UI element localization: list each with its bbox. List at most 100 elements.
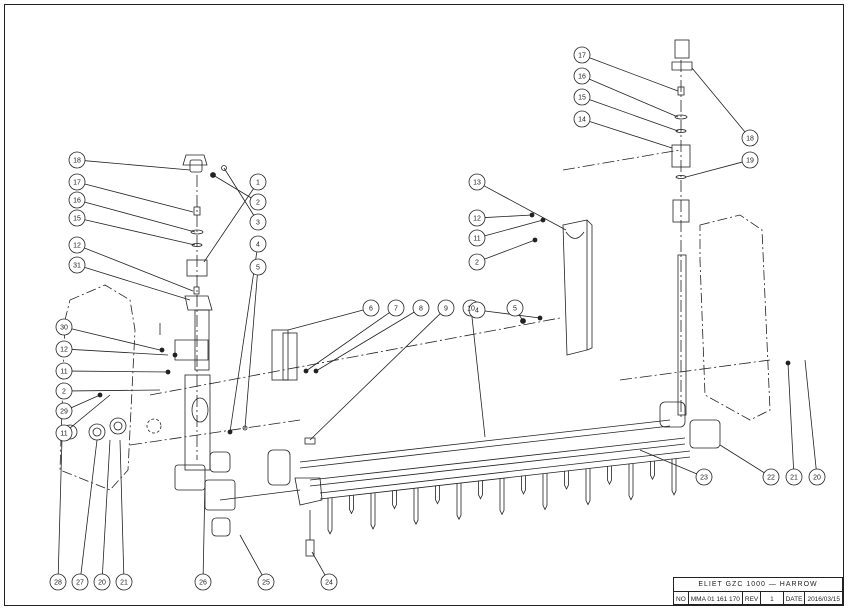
callout-circle bbox=[68, 209, 86, 227]
drawing-border bbox=[4, 4, 844, 606]
leader-line bbox=[787, 362, 794, 470]
callout-number: 24 bbox=[325, 580, 333, 587]
leader-line bbox=[71, 389, 161, 392]
callout-circle bbox=[115, 573, 133, 591]
harrow-tine bbox=[628, 463, 634, 501]
leader-line bbox=[685, 161, 743, 178]
leader-line bbox=[71, 394, 101, 409]
callout-number: 29 bbox=[60, 409, 68, 416]
callout-circle bbox=[249, 235, 267, 253]
callout-balloon bbox=[468, 173, 486, 191]
harrow-tine bbox=[456, 483, 462, 521]
leader-line bbox=[71, 349, 169, 356]
callout-balloon bbox=[762, 468, 780, 486]
callout-number: 25 bbox=[262, 580, 270, 587]
drawing-number: MMA 01 161 170 bbox=[689, 592, 743, 606]
callout-number: 11 bbox=[60, 369, 67, 376]
callout-circle bbox=[573, 67, 591, 85]
callout-number: 16 bbox=[578, 74, 586, 81]
drawing-date: 2016/03/15 bbox=[807, 595, 840, 603]
harrow-tine bbox=[542, 473, 548, 511]
callout-number: 11 bbox=[60, 431, 67, 438]
revision: 1 bbox=[761, 592, 784, 606]
callout-number: 15 bbox=[73, 216, 81, 223]
leader-line bbox=[84, 247, 194, 292]
callout-circle bbox=[437, 299, 455, 317]
harrow-tine bbox=[327, 497, 333, 535]
leader-line bbox=[589, 57, 679, 92]
callout-balloon bbox=[468, 209, 486, 227]
callout-balloon bbox=[741, 151, 759, 169]
leader-line bbox=[471, 315, 486, 438]
callout-number: 14 bbox=[578, 117, 586, 124]
leader-line bbox=[203, 188, 254, 263]
callout-balloon bbox=[573, 88, 591, 106]
callout-balloon bbox=[194, 573, 212, 591]
leader-line bbox=[309, 313, 441, 441]
leader-line bbox=[315, 311, 415, 372]
callout-number: 5 bbox=[256, 265, 260, 272]
leader-line bbox=[84, 183, 194, 213]
harrow-tine bbox=[478, 480, 483, 500]
callout-number: 28 bbox=[54, 580, 62, 587]
callout-number: 2 bbox=[256, 200, 260, 207]
right-side-plate bbox=[699, 214, 771, 421]
callout-number: 21 bbox=[790, 475, 798, 482]
callout-balloon bbox=[320, 573, 338, 591]
leader-line bbox=[589, 78, 679, 118]
leader-line bbox=[71, 370, 171, 373]
callout-number: 9 bbox=[444, 306, 448, 313]
callout-circle bbox=[55, 318, 73, 336]
assembly-centerlines bbox=[129, 60, 771, 460]
callout-circle bbox=[320, 573, 338, 591]
callout-balloon bbox=[68, 209, 86, 227]
callout-number: 22 bbox=[767, 475, 775, 482]
callout-circle bbox=[762, 468, 780, 486]
harrow-tine bbox=[392, 490, 397, 510]
callout-balloon bbox=[573, 67, 591, 85]
harrow-tine bbox=[671, 458, 677, 496]
callout-layer bbox=[49, 46, 826, 591]
callout-circle bbox=[257, 573, 275, 591]
leader-line bbox=[804, 359, 817, 470]
leader-line bbox=[719, 444, 765, 474]
leader-line bbox=[84, 219, 196, 246]
callout-balloon bbox=[257, 573, 275, 591]
callout-balloon bbox=[437, 299, 455, 317]
harrow-tine bbox=[585, 468, 591, 506]
callout-circle bbox=[387, 299, 405, 317]
harrow-tine bbox=[521, 475, 526, 495]
leader-line bbox=[202, 481, 206, 575]
leader-line bbox=[311, 551, 326, 576]
callout-balloon bbox=[249, 173, 267, 191]
callout-balloon bbox=[68, 236, 86, 254]
leader-lines bbox=[57, 57, 817, 576]
callout-circle bbox=[49, 573, 67, 591]
callout-balloon bbox=[68, 191, 86, 209]
callout-balloon bbox=[808, 468, 826, 486]
callout-balloon bbox=[741, 129, 759, 147]
callout-balloon bbox=[49, 573, 67, 591]
callout-number: 5 bbox=[513, 306, 517, 313]
callout-number: 12 bbox=[60, 347, 68, 354]
callout-balloon bbox=[55, 382, 73, 400]
callout-number: 1 bbox=[256, 180, 260, 187]
leader-line bbox=[57, 437, 63, 575]
right-column bbox=[671, 39, 693, 416]
callout-number: 4 bbox=[475, 308, 479, 315]
callout-balloon bbox=[573, 110, 591, 128]
callout-number: 20 bbox=[98, 580, 106, 587]
callout-circle bbox=[55, 424, 73, 442]
callout-balloon bbox=[468, 301, 486, 319]
callout-circle bbox=[785, 468, 803, 486]
callout-circle bbox=[412, 299, 430, 317]
callout-balloon bbox=[468, 253, 486, 271]
callout-number: 17 bbox=[578, 53, 586, 60]
callout-balloon bbox=[249, 213, 267, 231]
callout-number: 2 bbox=[62, 389, 66, 396]
callout-circle bbox=[93, 573, 111, 591]
callout-circle bbox=[68, 151, 86, 169]
callout-circle bbox=[741, 151, 759, 169]
